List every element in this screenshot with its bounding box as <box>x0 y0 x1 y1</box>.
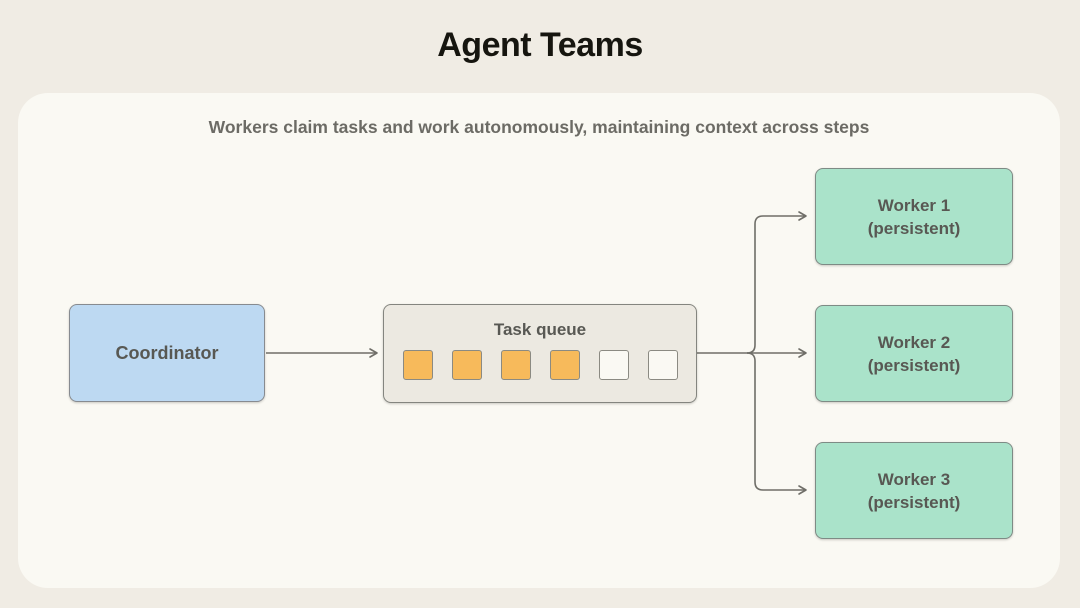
connector-arrows <box>266 211 807 495</box>
coordinator-label: Coordinator <box>115 342 219 363</box>
arrow-branch-to-worker-3 <box>746 352 807 495</box>
task-slot-filled <box>500 350 531 380</box>
worker-node-2: Worker 2 (persistent) <box>815 305 1013 402</box>
task-slot-empty <box>598 350 629 380</box>
arrow-branch-to-worker-1 <box>746 211 807 354</box>
page-title: Agent Teams <box>437 26 643 64</box>
worker-2-label: Worker 2 <box>877 332 951 352</box>
worker-1-sublabel: (persistent) <box>867 218 961 238</box>
worker-3-sublabel: (persistent) <box>867 492 961 512</box>
worker-3-label: Worker 3 <box>877 469 951 489</box>
task-queue-slots <box>402 350 678 380</box>
diagram-card: Workers claim tasks and work autonomousl… <box>18 93 1060 588</box>
worker-1-label: Worker 1 <box>877 195 951 215</box>
coordinator-node: Coordinator <box>69 304 265 402</box>
worker-node-3: Worker 3 (persistent) <box>815 442 1013 539</box>
task-slot-filled <box>451 350 482 380</box>
task-queue-node: Task queue <box>383 304 697 403</box>
task-queue-label: Task queue <box>493 320 587 339</box>
diagram-subtitle: Workers claim tasks and work autonomousl… <box>208 117 870 137</box>
task-slot-filled <box>402 350 433 380</box>
task-slot-filled <box>549 350 580 380</box>
worker-node-1: Worker 1 (persistent) <box>815 168 1013 265</box>
worker-2-sublabel: (persistent) <box>867 355 961 375</box>
task-slot-empty <box>647 350 678 380</box>
